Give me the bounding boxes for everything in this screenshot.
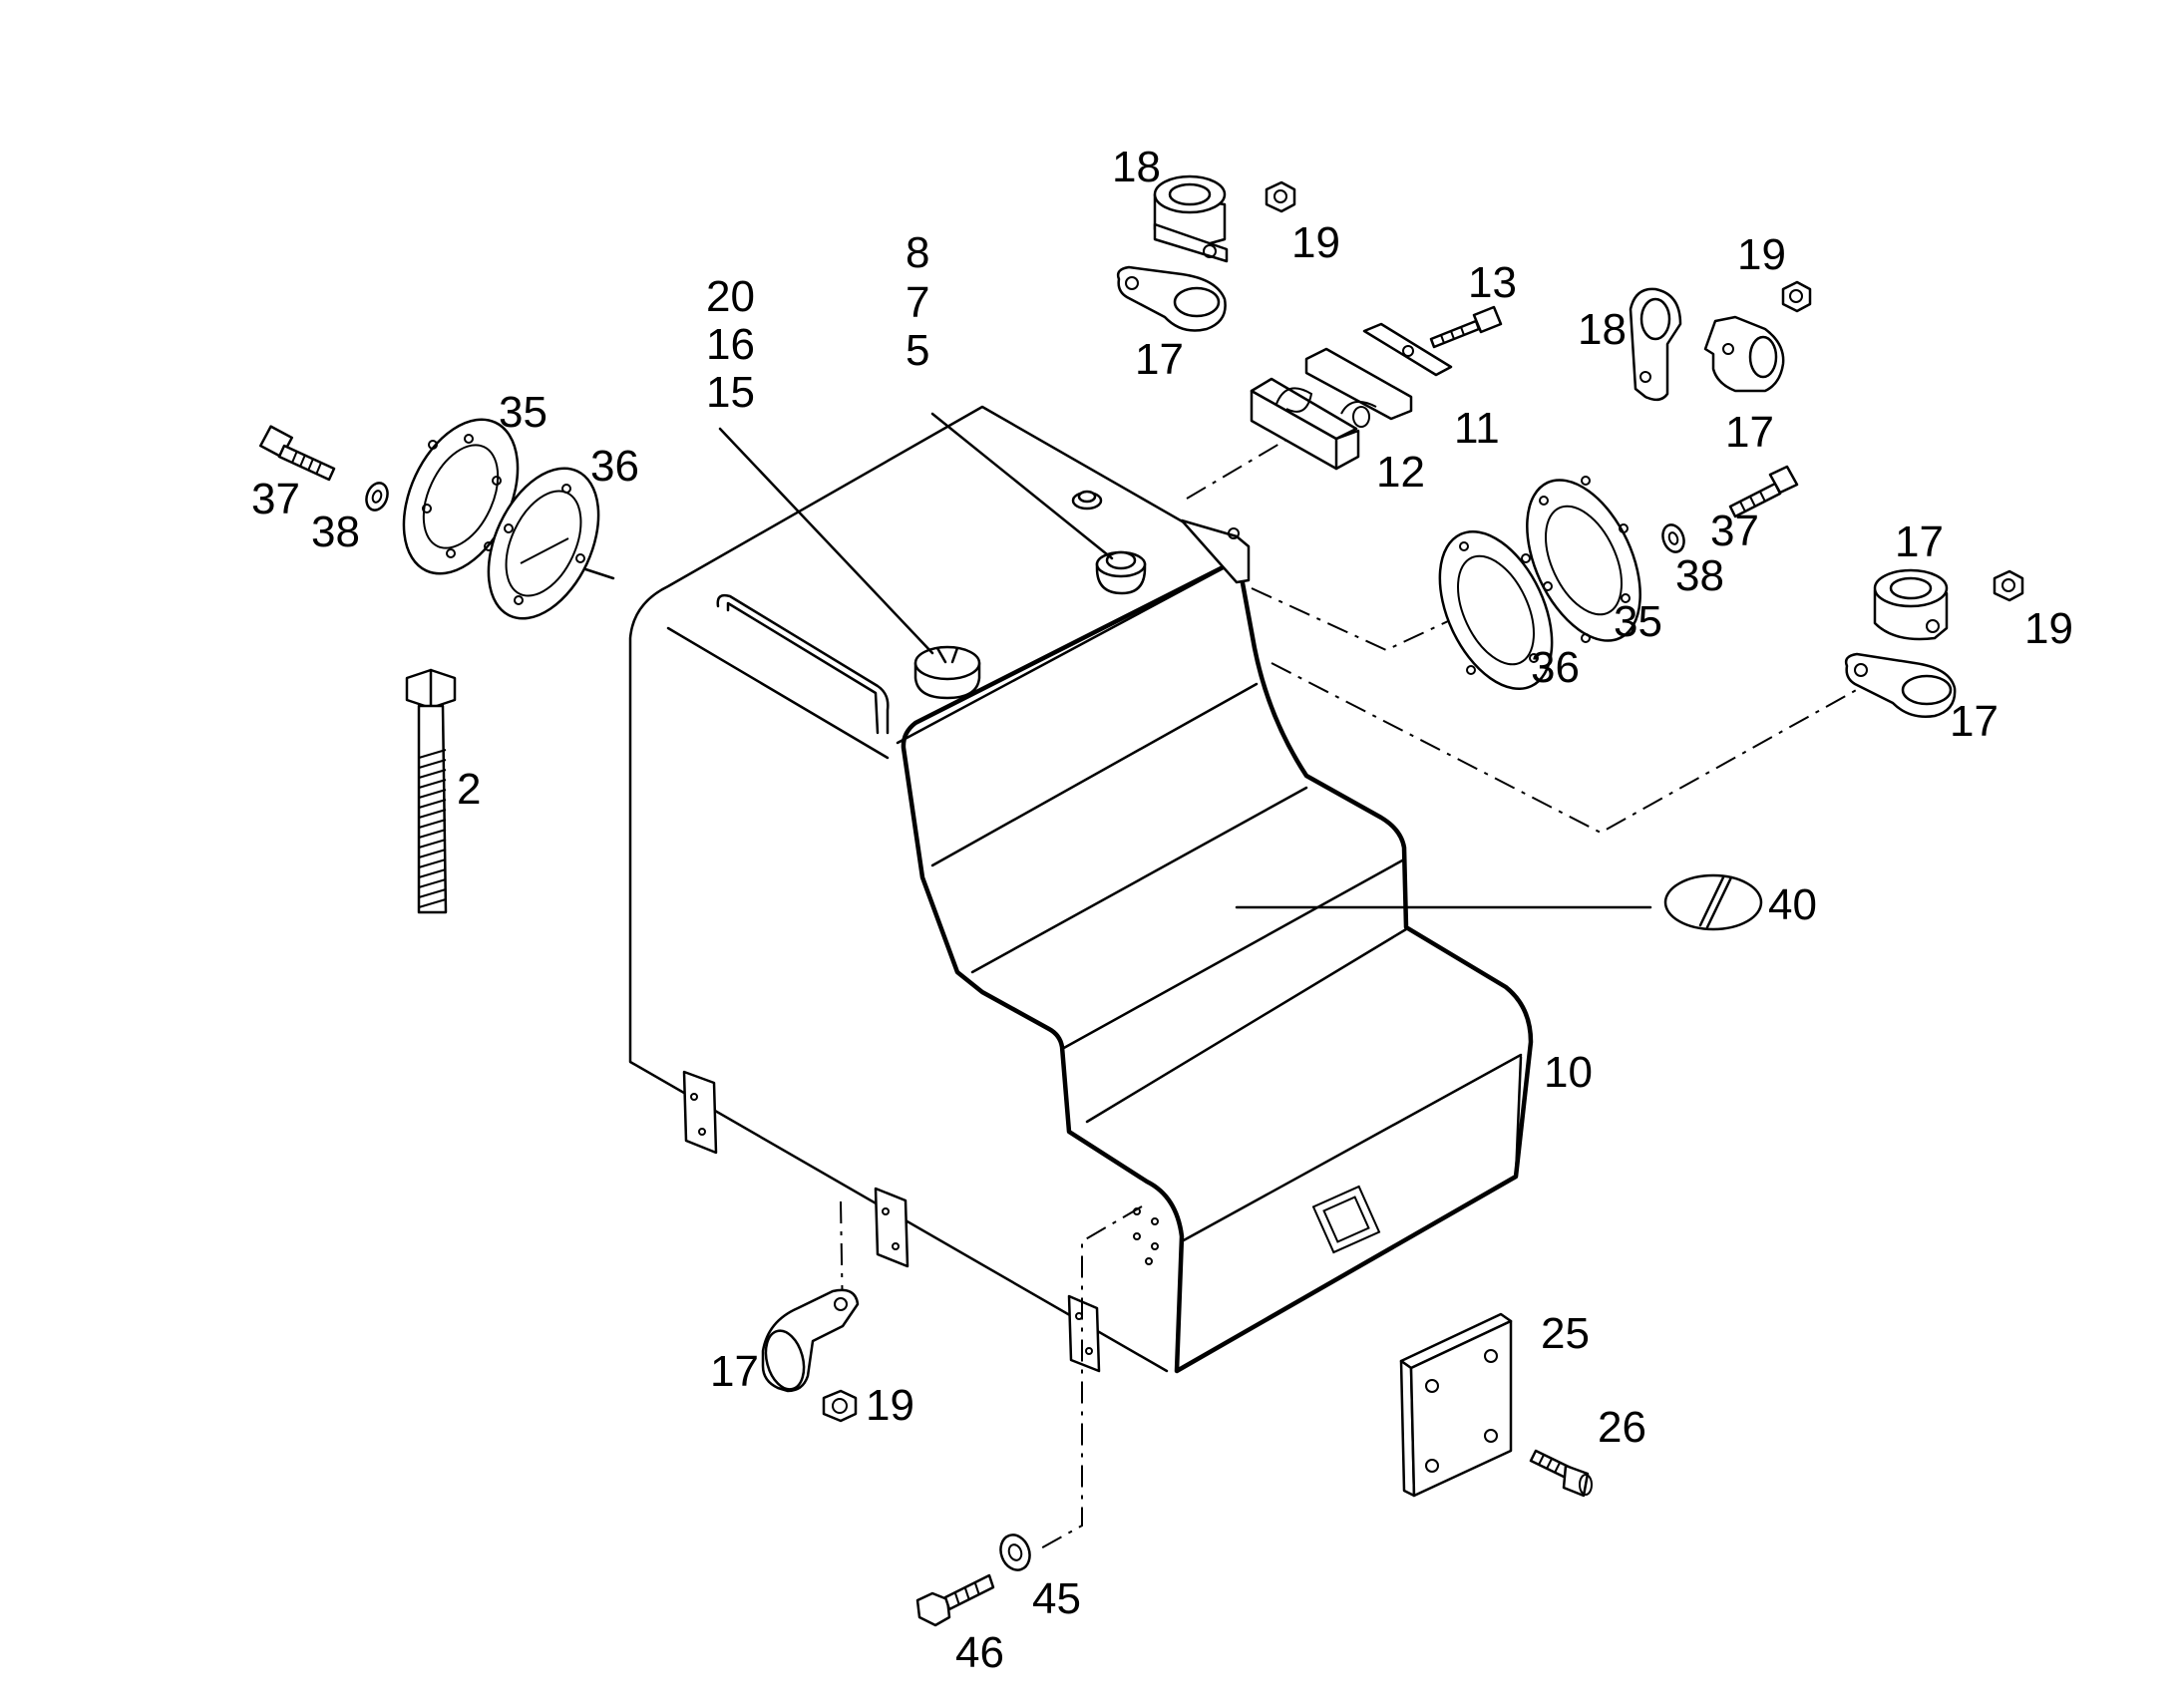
clamp-17-far-right-lower [1844,652,1957,718]
label-10: 10 [1544,1048,1593,1097]
label-45: 45 [1032,1574,1081,1623]
nut-19-right [1781,280,1812,313]
label-2: 2 [457,765,481,814]
callout-labels: 2 8 7 5 20 16 15 10 11 12 13 18 19 17 18… [251,143,2073,1677]
label-18-right: 18 [1578,305,1627,354]
label-17-far-lower: 17 [1950,697,1998,746]
bolt-37-right [1728,465,1799,518]
filler-cap-small [1071,490,1103,511]
plate-11 [1362,322,1453,377]
clamp-17-bottom [761,1288,860,1393]
label-15: 15 [706,368,755,417]
label-37-right: 37 [1710,507,1759,555]
sender-unit-cap [913,645,981,700]
label-38-right: 38 [1675,551,1724,600]
label-18-top: 18 [1112,143,1161,191]
washer-38-right [1661,523,1685,553]
label-20: 20 [706,272,755,321]
label-19-right: 19 [1737,230,1786,279]
label-16: 16 [706,320,755,369]
clamp-block-12 [1250,347,1413,471]
nut-19-far-right [1993,569,2024,602]
washer-38-left [365,482,389,512]
clamp-18-top [1153,174,1229,263]
label-17-far-upper: 17 [1895,517,1944,566]
label-37-left: 37 [251,475,300,523]
label-11: 11 [1454,404,1500,453]
label-17-top: 17 [1135,335,1184,384]
label-17-right: 17 [1725,408,1774,457]
label-19-bottom: 19 [866,1381,914,1430]
label-46: 46 [955,1628,1004,1677]
clamp-18-right [1629,287,1682,402]
label-13: 13 [1468,258,1517,307]
gasket-36-right [1438,529,1554,691]
fuel-tank-body [628,405,1534,1374]
label-17-bottom: 17 [710,1347,759,1396]
label-19-top: 19 [1291,218,1340,267]
label-12: 12 [1376,448,1425,497]
nut-19-top [1265,180,1296,213]
filler-cap [1095,550,1147,595]
connector-lines [840,433,1861,1551]
clamp-17-far-right-upper [1873,568,1949,641]
leader-lines [568,412,1652,909]
bolt-26 [1529,1449,1593,1498]
nut-19-bottom [822,1389,858,1423]
label-8: 8 [906,228,929,277]
label-5: 5 [906,326,929,375]
clamp-17-right [1703,315,1785,393]
label-40: 40 [1768,880,1817,929]
plate-25 [1399,1312,1513,1498]
label-7: 7 [906,278,929,327]
label-26: 26 [1598,1403,1646,1452]
label-19-far: 19 [2024,604,2073,653]
bolt-37-left [258,425,336,482]
decal-40 [1663,873,1763,931]
label-25: 25 [1541,1309,1590,1358]
label-38-left: 38 [311,508,360,556]
washer-45 [999,1534,1031,1571]
clamp-17-top [1116,265,1227,332]
gasket-36-left [487,467,600,620]
bolt-13 [1429,305,1503,349]
label-36-left: 36 [590,442,639,491]
bolt-46 [915,1573,995,1627]
flange-35-right [1526,476,1641,643]
label-35-left: 35 [499,388,547,437]
bolt-2 [405,668,457,914]
label-35-right: 35 [1614,597,1662,646]
label-36-right: 36 [1531,643,1580,692]
